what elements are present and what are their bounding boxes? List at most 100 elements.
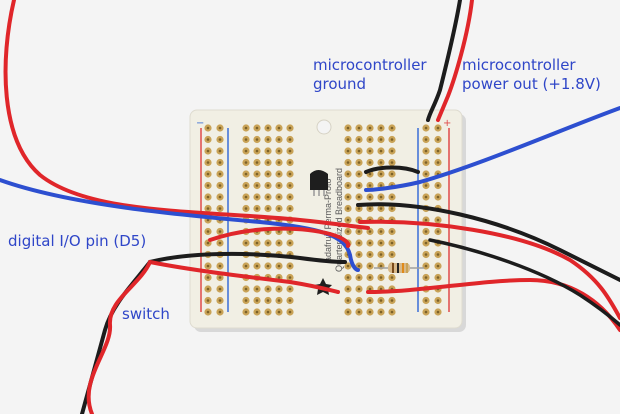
pad-hole [379, 195, 383, 199]
pad-hole [368, 207, 372, 210]
pad-hole [218, 149, 222, 153]
pad-hole [218, 184, 222, 187]
pad-hole [206, 126, 210, 130]
pad-hole [357, 287, 361, 291]
pad-hole [288, 207, 292, 210]
pad-hole [277, 264, 281, 268]
pad-hole [368, 138, 372, 141]
pad-hole [266, 310, 270, 314]
label-microcontroller-ground: microcontroller ground [313, 56, 427, 93]
pad-hole [379, 207, 383, 210]
pad-hole [368, 287, 372, 291]
pad-hole [390, 161, 394, 164]
pad-hole [288, 161, 292, 164]
wire-black-sensor [364, 165, 420, 174]
pad-hole [255, 138, 259, 141]
pad-hole [390, 276, 394, 279]
pad-hole [244, 287, 248, 291]
pad-hole [390, 207, 394, 210]
wire-red-right [358, 219, 620, 320]
wire-black-lower-right [428, 238, 620, 327]
pad-hole [206, 172, 210, 176]
pad-hole [390, 253, 394, 256]
pad-hole [206, 287, 210, 291]
pad-hole [266, 195, 270, 199]
pad-hole [424, 172, 428, 176]
pad-hole [266, 161, 270, 164]
pad-hole [244, 149, 248, 153]
pad-hole [357, 253, 361, 256]
pad-hole [436, 230, 440, 233]
pad-hole [244, 172, 248, 176]
pad-hole [288, 276, 292, 279]
wire-red-left-loop [3, 0, 370, 230]
wire-twisted-black [80, 260, 152, 414]
pad-hole [424, 184, 428, 187]
pad-hole [266, 287, 270, 291]
pad-hole [379, 299, 383, 302]
pad-hole [244, 184, 248, 187]
pad-hole [206, 276, 210, 279]
resistor-band [397, 263, 399, 273]
pad-hole [424, 230, 428, 233]
pad-hole [346, 184, 350, 187]
pad-hole [288, 241, 292, 245]
pad-hole [346, 310, 350, 314]
rail-plus-label: + [443, 118, 451, 129]
wire-black-right [356, 202, 620, 282]
pad-hole [288, 172, 292, 176]
mounting-hole [316, 119, 332, 135]
pad-hole [255, 184, 259, 187]
pad-hole [277, 230, 281, 233]
wire-black-switch [148, 251, 347, 264]
pad-hole [244, 299, 248, 302]
pad-hole [368, 276, 372, 279]
pad-hole [357, 138, 361, 141]
pad-hole [255, 299, 259, 302]
pad-hole [218, 207, 222, 210]
pad-hole [206, 161, 210, 164]
pad-hole [379, 126, 383, 130]
pad-hole [346, 299, 350, 302]
pad-hole [357, 230, 361, 233]
pad-hole [255, 172, 259, 176]
pad-hole [390, 310, 394, 314]
pad-hole [218, 276, 222, 279]
pad-hole [379, 241, 383, 245]
pad-hole [424, 299, 428, 302]
pad-hole [357, 207, 361, 210]
pad-hole [266, 241, 270, 245]
pad-hole [390, 230, 394, 233]
pad-hole [346, 172, 350, 176]
wire-black-ground [426, 0, 462, 122]
pad-hole [255, 287, 259, 291]
resistor-band [406, 263, 408, 273]
pad-hole [368, 310, 372, 314]
pad-hole [424, 195, 428, 199]
pad-hole [346, 264, 350, 268]
pad-hole [218, 126, 222, 130]
pad-hole [436, 138, 440, 141]
pad-hole [436, 184, 440, 187]
pad-hole [368, 230, 372, 233]
pad-hole [368, 161, 372, 164]
pad-hole [266, 207, 270, 210]
pad-hole [255, 264, 259, 268]
pad-hole [277, 207, 281, 210]
pad-hole [368, 241, 372, 245]
pad-hole [288, 149, 292, 153]
pad-hole [218, 299, 222, 302]
pad-hole [206, 149, 210, 153]
pad-hole [255, 310, 259, 314]
pad-hole [206, 138, 210, 141]
pad-hole [424, 241, 428, 245]
resistor-band [402, 263, 404, 273]
pad-hole [206, 299, 210, 302]
pad-hole [357, 184, 361, 187]
pad-hole [379, 264, 383, 268]
pad-hole [277, 299, 281, 302]
pad-hole [424, 126, 428, 130]
rail-minus-label: − [196, 118, 204, 129]
pad-hole [277, 149, 281, 153]
pad-hole [368, 253, 372, 256]
